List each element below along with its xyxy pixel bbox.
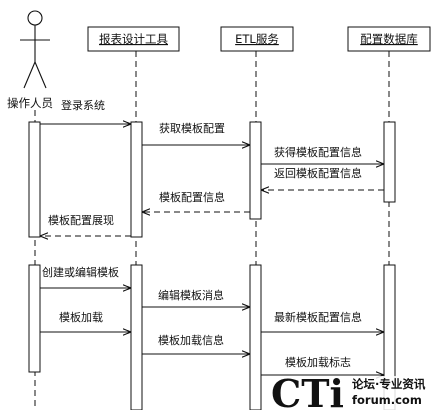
msg-template-load-label: 模板加载 (59, 310, 103, 324)
msg-template-config-info-label: 模板配置信息 (159, 190, 225, 204)
config-db-label: 配置数据库 (360, 32, 418, 46)
msg-return-template-config-info-label: 返回模板配置信息 (274, 166, 362, 180)
participant-etl: ETL服务 (220, 26, 294, 52)
msg-template-config-display-label: 模板配置展现 (48, 213, 114, 227)
etl-label: ETL服务 (235, 32, 279, 46)
msg-get-template-config-label: 获取模板配置 (159, 121, 225, 135)
msg-latest-template-config-info-label: 最新模板配置信息 (274, 310, 362, 324)
msg-create-or-edit-template-label: 创建或编辑模板 (42, 265, 119, 279)
actor-activation-2 (28, 264, 41, 373)
config-db-activation-1 (383, 121, 396, 203)
watermark-site: forum.com (352, 393, 422, 407)
watermark-logo-text: CTi (271, 371, 344, 410)
watermark-logo: CTi 论坛·专业资讯 forum.com (266, 371, 438, 410)
report-tool-activation-1 (130, 121, 143, 238)
etl-activation-1 (249, 121, 262, 220)
msg-edit-template-message-label: 编辑模板消息 (158, 288, 224, 302)
report-tool-label: 报表设计工具 (99, 32, 168, 46)
actor-stick-figure (20, 10, 50, 89)
config-db-activation-2 (383, 264, 396, 410)
report-tool-activation-2 (130, 264, 143, 410)
msg-template-load-flag-label: 模板加载标志 (285, 355, 351, 369)
actor-label: 操作人员 (7, 96, 53, 110)
actor-activation-1 (28, 121, 41, 238)
watermark-tagline: 论坛·专业资讯 (352, 377, 426, 391)
participant-report-tool: 报表设计工具 (87, 26, 180, 52)
etl-activation-2 (249, 264, 262, 410)
participant-config-db: 配置数据库 (347, 26, 431, 52)
msg-login-label: 登录系统 (61, 98, 105, 112)
msg-template-load-info-label: 模板加载信息 (158, 333, 224, 347)
msg-obtain-template-config-info-label: 获得模板配置信息 (274, 145, 362, 159)
